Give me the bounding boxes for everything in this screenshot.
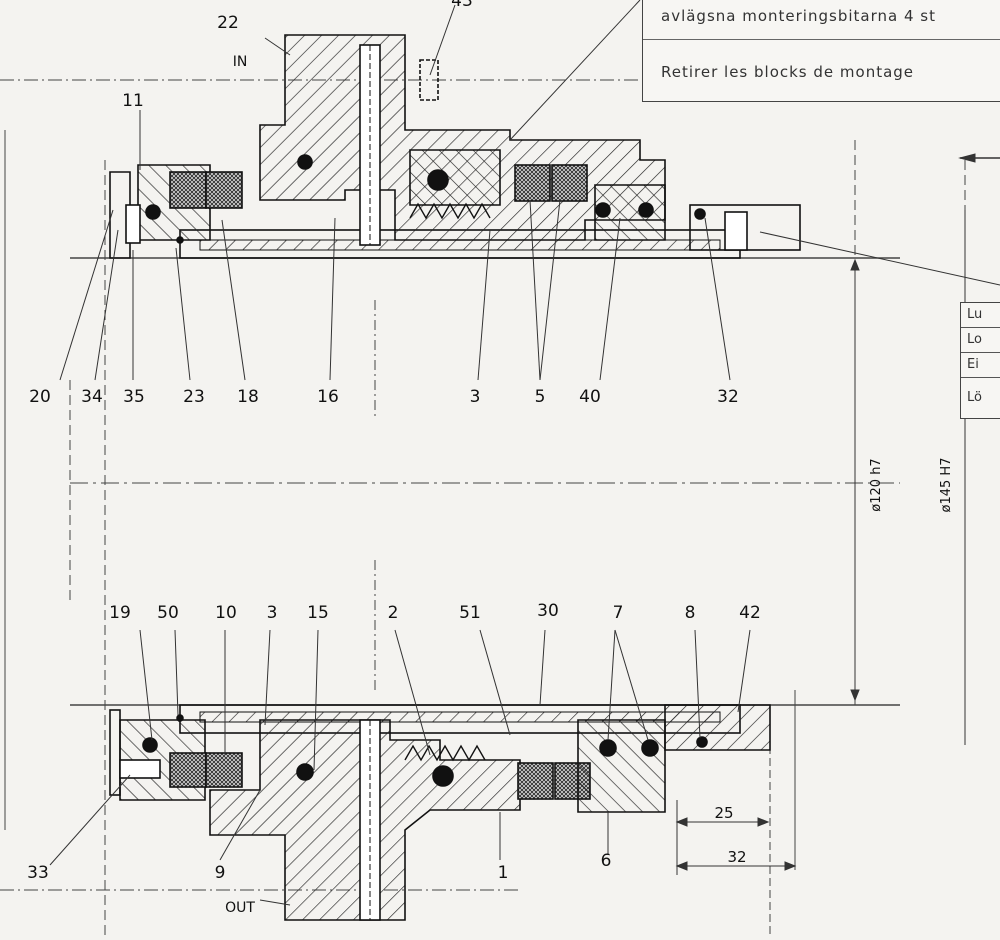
callout-40: 40 xyxy=(579,387,601,407)
callout-2: 2 xyxy=(388,603,399,623)
callout-51: 51 xyxy=(459,603,481,623)
callout-15: 15 xyxy=(307,603,329,623)
callout-34: 34 xyxy=(81,387,103,407)
callout-1: 1 xyxy=(498,863,509,883)
callout-7: 7 xyxy=(613,603,624,623)
callout-16: 16 xyxy=(317,387,339,407)
note-line-french: Retirer les blocks de montage xyxy=(661,63,915,81)
callout-20: 20 xyxy=(29,387,51,407)
dimension-lines xyxy=(675,153,1000,875)
callout-labels: 22 43 11 20 34 35 23 18 16 3 5 40 32 19 … xyxy=(27,0,954,916)
callout-32: 32 xyxy=(717,387,739,407)
spec-row: Lu xyxy=(961,303,1000,328)
spec-row: Lö xyxy=(967,390,982,405)
leader-lines xyxy=(49,0,1000,906)
callout-33: 33 xyxy=(27,863,49,883)
flow-in-label: IN xyxy=(233,54,248,70)
callout-6: 6 xyxy=(601,851,612,871)
callout-3-top: 3 xyxy=(470,387,481,407)
instruction-note-box: avlägsna monteringsbitarna 4 st Retirer … xyxy=(642,0,1000,102)
flow-out-label: OUT xyxy=(225,900,255,916)
callout-5: 5 xyxy=(535,387,546,407)
callout-42: 42 xyxy=(739,603,761,623)
callout-8: 8 xyxy=(685,603,696,623)
callout-50: 50 xyxy=(157,603,179,623)
note-line-swedish: avlägsna monteringsbitarna 4 st xyxy=(661,7,936,25)
callout-43: 43 xyxy=(451,0,473,11)
callout-30: 30 xyxy=(537,601,559,621)
callout-11: 11 xyxy=(122,91,144,111)
top-seal-section xyxy=(109,34,801,259)
spec-row: Lo xyxy=(961,328,1000,353)
dim-shaft-diameter: ø120 h7 xyxy=(869,458,884,511)
dim-len-a: 25 xyxy=(714,804,733,822)
spec-row: Ei xyxy=(961,353,1000,378)
callout-10: 10 xyxy=(215,603,237,623)
callout-9: 9 xyxy=(215,863,226,883)
spec-table: Lu Lo Ei Lö xyxy=(960,302,1000,419)
dim-bore-diameter: ø145 H7 xyxy=(939,458,954,513)
dim-len-b: 32 xyxy=(727,848,746,866)
drive-collar-top xyxy=(109,171,131,259)
callout-23: 23 xyxy=(183,387,205,407)
bottom-seal-section xyxy=(109,704,771,921)
callout-18: 18 xyxy=(237,387,259,407)
spring-bottom xyxy=(404,744,486,762)
callout-22: 22 xyxy=(217,13,239,33)
callout-3-bottom: 3 xyxy=(267,603,278,623)
callout-35: 35 xyxy=(123,387,145,407)
callout-19: 19 xyxy=(109,603,131,623)
spring-top xyxy=(409,202,491,220)
